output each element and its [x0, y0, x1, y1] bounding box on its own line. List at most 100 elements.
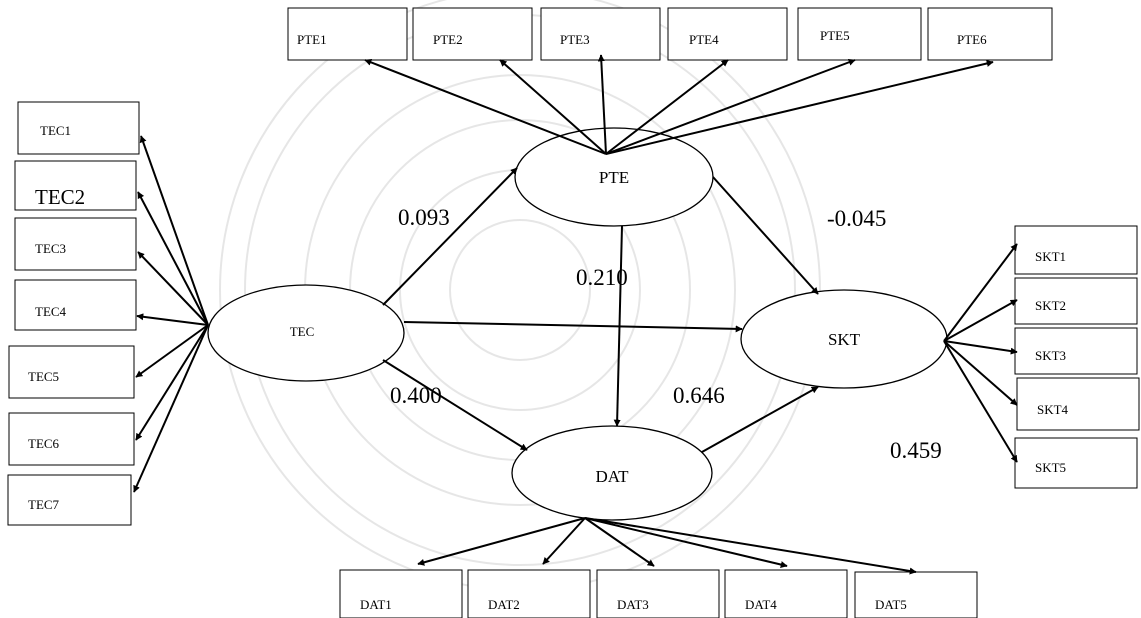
dat-indicators: DAT1 DAT2 DAT3 DAT4 DAT5: [339, 569, 978, 618]
indicator-box-dat1: [339, 569, 463, 618]
indicator-label-tec5: TEC5: [28, 369, 59, 384]
indicator-label-pte4: PTE4: [689, 32, 719, 47]
indicator-label-pte6: PTE6: [957, 32, 987, 47]
indicator-box-pte6: [927, 7, 1053, 61]
skt-loading-arrows: [943, 243, 1018, 463]
arrow-tec-tec1: [139, 135, 209, 326]
indicator-label-tec1: TEC1: [40, 123, 71, 138]
path-pte-dat: [613, 225, 623, 427]
indicator-box-tec1: [17, 101, 140, 155]
indicator-label-tec2: TEC2: [35, 185, 85, 209]
arrow-tec-tec6: [135, 324, 209, 441]
path-tec-dat: [382, 359, 528, 451]
skt-indicators: SKT1 SKT2 SKT3 SKT4 SKT5: [1014, 225, 1140, 489]
indicator-box-tec6: [8, 412, 135, 466]
indicator-label-skt3: SKT3: [1035, 348, 1066, 363]
arrow-dat-dat1: [417, 517, 586, 566]
dat-loading-arrows: [417, 517, 917, 575]
arrow-tec-tec4: [136, 313, 209, 326]
indicator-label-skt1: SKT1: [1035, 249, 1066, 264]
arrow-skt-skt2: [943, 299, 1018, 342]
indicator-box-skt5: [1014, 437, 1138, 489]
indicator-box-dat5: [854, 571, 978, 618]
tec-loading-arrows: [133, 135, 209, 493]
indicator-box-skt4: [1016, 377, 1140, 431]
indicator-label-pte1: PTE1: [297, 32, 327, 47]
construct-tec: [207, 284, 405, 382]
indicator-box-skt1: [1014, 225, 1138, 275]
arrow-dat-dat4: [584, 517, 788, 568]
indicator-box-tec2: [14, 160, 137, 211]
arrow-tec-tec2: [137, 191, 209, 326]
indicator-label-tec3: TEC3: [35, 241, 66, 256]
indicator-box-pte1: [287, 7, 408, 61]
indicator-box-dat4: [724, 569, 848, 618]
pte-loading-arrows: [364, 54, 994, 155]
indicator-label-dat3: DAT3: [617, 597, 649, 612]
indicator-label-skt4: SKT4: [1037, 402, 1069, 417]
construct-label-tec: TEC: [290, 324, 315, 339]
arrow-tec-tec5: [135, 324, 209, 378]
indicator-label-pte3: PTE3: [560, 32, 590, 47]
structural-paths: [382, 167, 819, 453]
indicator-box-pte4: [667, 7, 788, 61]
path-coefficients: 0.093 -0.045 0.210 0.400 0.646 0.459: [390, 205, 942, 463]
construct-label-pte: PTE: [599, 168, 629, 187]
arrow-pte-pte4: [605, 59, 729, 155]
arrow-pte-pte3: [597, 54, 607, 155]
construct-dat: [511, 425, 713, 521]
construct-label-skt: SKT: [828, 330, 861, 349]
arrow-skt-skt5: [943, 340, 1018, 463]
indicator-box-tec3: [14, 217, 137, 271]
constructs: PTE TEC SKT DAT: [207, 127, 948, 521]
tec-indicators: TEC1 TEC2 TEC3 TEC4 TEC5 TEC6 TEC7: [7, 101, 140, 526]
indicator-box-pte5: [797, 7, 922, 61]
path-dat-skt: [701, 386, 819, 453]
arrow-tec-tec7: [133, 324, 209, 493]
coef-dat-skt: 0.646: [673, 383, 725, 408]
coef-pte-skt: -0.045: [827, 206, 886, 231]
arrow-dat-dat2: [542, 517, 586, 565]
indicator-box-skt2: [1014, 277, 1138, 325]
arrow-dat-dat5: [584, 517, 917, 575]
arrow-skt-skt1: [943, 243, 1018, 342]
indicator-label-dat2: DAT2: [488, 597, 520, 612]
indicator-label-skt2: SKT2: [1035, 298, 1066, 313]
construct-label-dat: DAT: [595, 467, 629, 486]
indicator-box-pte3: [540, 7, 661, 61]
path-tec-skt: [403, 321, 743, 333]
indicator-box-pte2: [412, 7, 533, 61]
path-pte-skt: [712, 176, 819, 295]
indicator-label-dat4: DAT4: [745, 597, 777, 612]
coef-tec-skt: 0.459: [890, 438, 942, 463]
coef-tec-dat: 0.400: [390, 383, 442, 408]
pte-indicators: PTE1 PTE2 PTE3 PTE4 PTE5 PTE6: [287, 7, 1053, 61]
indicator-label-tec6: TEC6: [28, 436, 60, 451]
indicator-box-tec5: [8, 345, 135, 399]
coef-tec-pte: 0.093: [398, 205, 450, 230]
indicator-box-skt3: [1014, 327, 1138, 375]
coef-pte-dat: 0.210: [576, 265, 628, 290]
arrow-skt-skt4: [943, 340, 1018, 406]
indicator-box-tec7: [7, 474, 132, 526]
arrow-tec-tec3: [137, 251, 209, 326]
indicator-label-tec7: TEC7: [28, 497, 60, 512]
arrow-pte-pte5: [605, 58, 856, 155]
arrow-dat-dat3: [584, 517, 655, 567]
indicator-box-dat3: [596, 569, 720, 618]
indicator-label-dat5: DAT5: [875, 597, 907, 612]
path-tec-pte: [382, 167, 518, 306]
indicator-label-dat1: DAT1: [360, 597, 392, 612]
indicator-label-pte5: PTE5: [820, 28, 850, 43]
arrow-pte-pte2: [499, 59, 607, 155]
indicator-box-tec4: [14, 279, 137, 331]
indicator-label-pte2: PTE2: [433, 32, 463, 47]
indicator-label-skt5: SKT5: [1035, 460, 1066, 475]
indicator-label-tec4: TEC4: [35, 304, 67, 319]
arrow-pte-pte6: [605, 60, 994, 155]
indicator-box-dat2: [467, 569, 591, 618]
arrow-skt-skt3: [943, 340, 1018, 355]
arrow-pte-pte1: [364, 59, 607, 155]
